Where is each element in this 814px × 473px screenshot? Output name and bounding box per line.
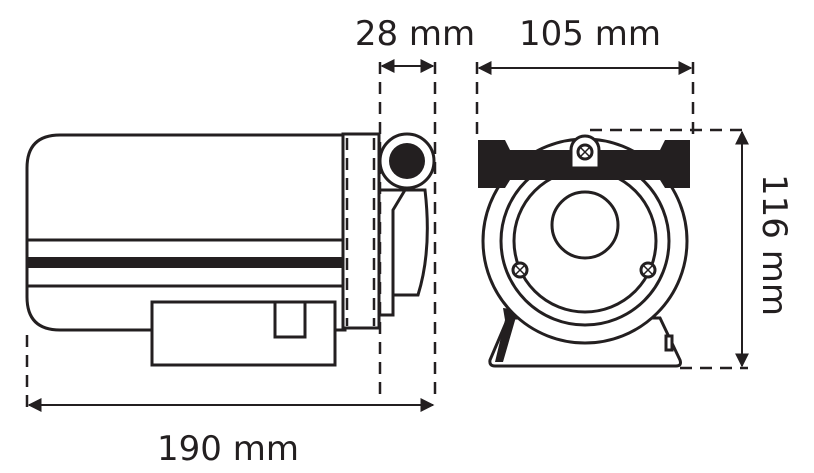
dim-label-height: 116 mm [754, 174, 794, 316]
screw-icon [511, 261, 529, 279]
dim-label-length: 190 mm [157, 429, 299, 469]
front-view [478, 134, 690, 368]
dim-label-outlet-depth: 28 mm [355, 14, 475, 54]
screw-icon [639, 261, 657, 279]
pump-head-detail [391, 189, 407, 295]
body-stripe [27, 257, 345, 268]
dim-label-width: 105 mm [519, 14, 661, 54]
terminal-box [150, 300, 337, 367]
dimension-lines [25, 59, 749, 412]
base-screw [664, 334, 674, 352]
base-rib [495, 308, 518, 362]
pump-head [377, 188, 429, 317]
center-hub [550, 190, 620, 260]
screw-icon [576, 143, 594, 161]
motor-body [25, 133, 347, 332]
outlet-bore [389, 143, 425, 179]
side-view [25, 132, 436, 367]
terminal-cable-gland [273, 300, 307, 339]
